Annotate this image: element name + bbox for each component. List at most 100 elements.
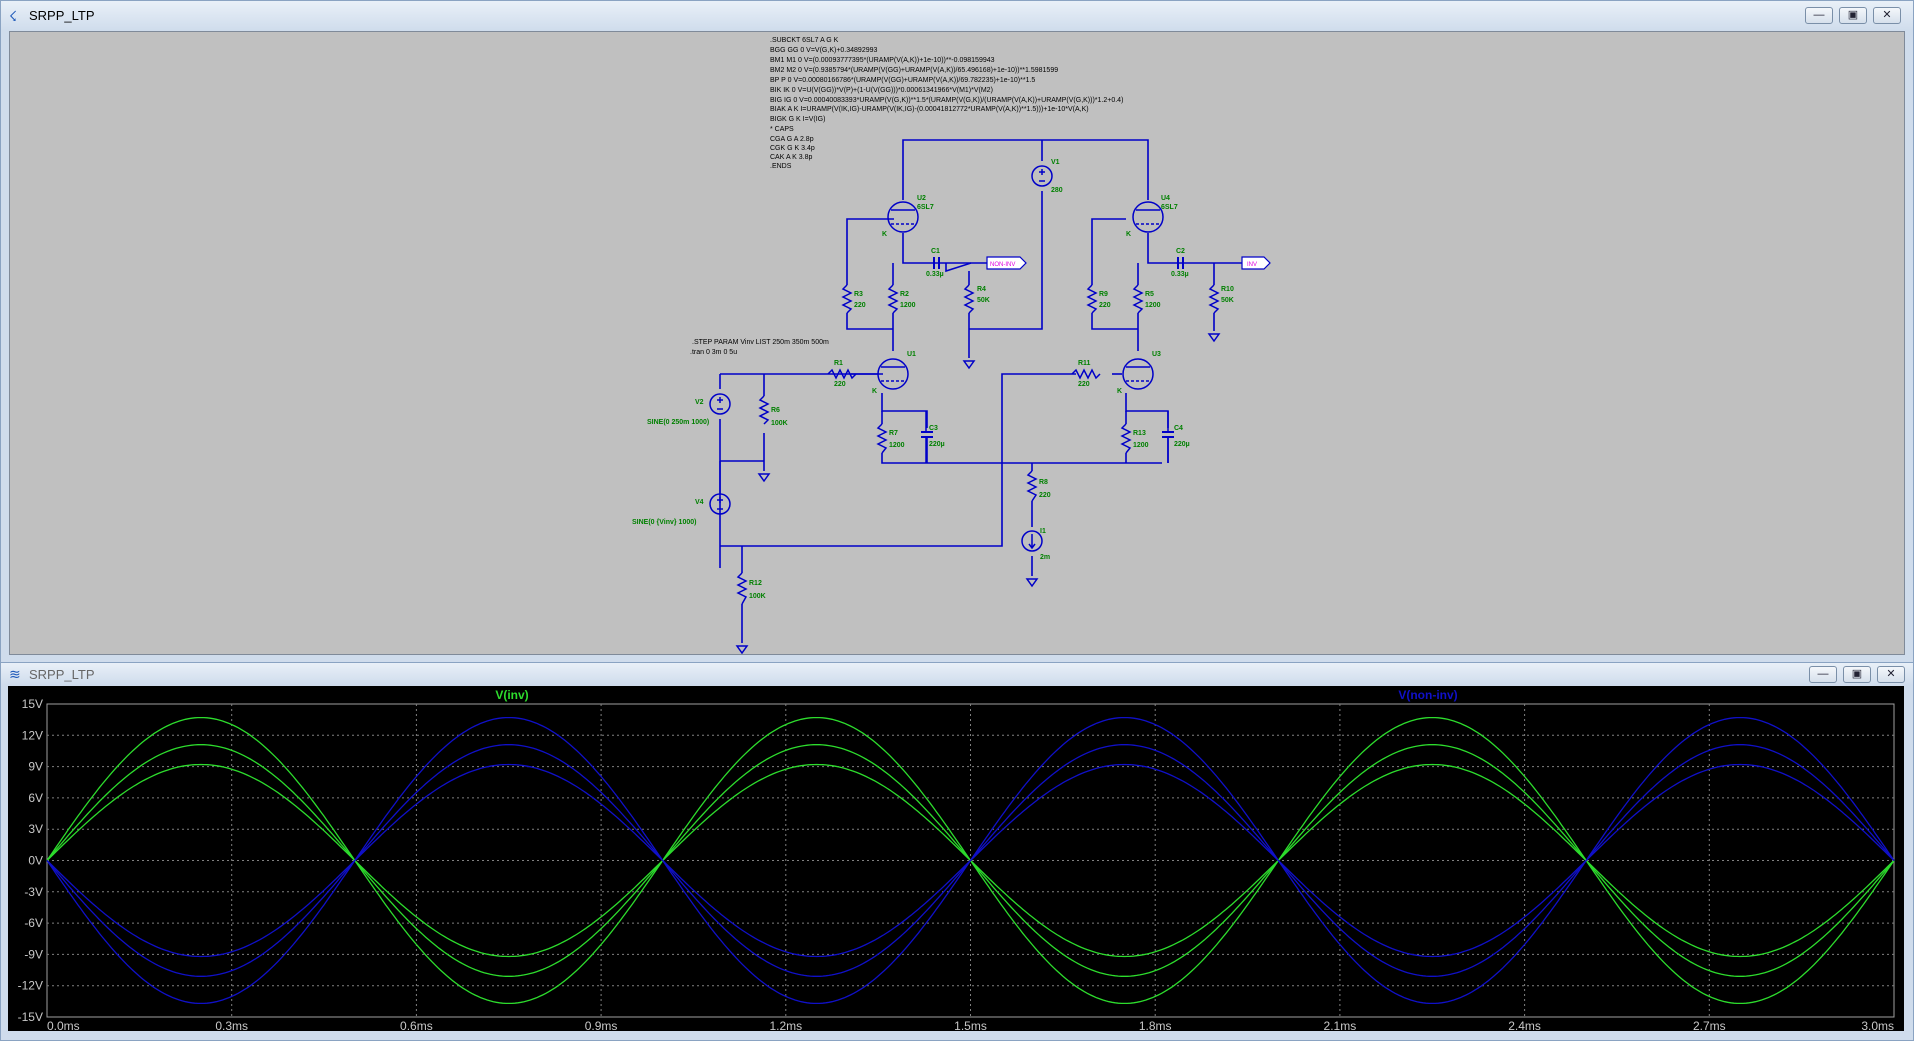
svg-text:R4: R4 xyxy=(977,286,986,293)
svg-text:R5: R5 xyxy=(1145,291,1154,298)
svg-text:SINE(0 {Vinv} 1000): SINE(0 {Vinv} 1000) xyxy=(632,519,696,526)
resistor-R3 xyxy=(841,284,853,314)
voltage-source-V1[interactable] xyxy=(1031,165,1053,187)
current-source-I1[interactable] xyxy=(1021,530,1043,552)
svg-text:100K: 100K xyxy=(771,420,788,427)
y-tick-label: -3V xyxy=(24,885,43,899)
net-label-non-inv[interactable]: NON-INV xyxy=(986,256,1027,270)
x-tick-label: 0.0ms xyxy=(47,1019,80,1031)
minimize-button[interactable]: — xyxy=(1805,7,1833,24)
svg-text:K: K xyxy=(1117,388,1122,395)
svg-text:6SL7: 6SL7 xyxy=(917,204,934,211)
netlist-line: BP P 0 V=0.00080166786*(URAMP(V(GG)+URAM… xyxy=(770,77,1035,84)
svg-text:V1: V1 xyxy=(1051,159,1060,166)
svg-text:I1: I1 xyxy=(1040,528,1046,535)
svg-text:50K: 50K xyxy=(977,297,990,304)
subckt-netlist: .SUBCKT 6SL7 A G K BGG GG 0 V=V(G,K)+0.3… xyxy=(770,37,1123,170)
close-button[interactable]: ✕ xyxy=(1873,7,1901,24)
netlist-line: .ENDS xyxy=(770,163,792,170)
svg-text:U1: U1 xyxy=(907,351,916,358)
svg-text:220µ: 220µ xyxy=(929,441,945,448)
x-tick-label: 0.6ms xyxy=(400,1019,433,1031)
x-tick-label: 2.1ms xyxy=(1324,1019,1357,1031)
resistor-R11 xyxy=(1071,368,1101,380)
resistor-R10 xyxy=(1208,284,1220,314)
voltage-source-V2[interactable] xyxy=(709,393,731,415)
resistor-R6 xyxy=(758,395,770,425)
netlist-line: * CAPS xyxy=(770,126,794,133)
netlist-line: BM2 M2 0 V=(0.9385794*(URAMP(V(GG)+URAMP… xyxy=(770,67,1058,74)
svg-text:220µ: 220µ xyxy=(1174,441,1190,448)
x-tick-label: 0.3ms xyxy=(215,1019,248,1031)
svg-text:R8: R8 xyxy=(1039,479,1048,486)
svg-text:1200: 1200 xyxy=(889,442,905,449)
netlist-line: CGA G A 2.8p xyxy=(770,136,814,143)
tube-U1[interactable] xyxy=(877,358,909,390)
x-tick-label: 0.9ms xyxy=(585,1019,618,1031)
title-bar[interactable]: ☇ SRPP_LTP — ▣ ✕ xyxy=(1,1,1913,31)
resistor-R12 xyxy=(736,572,748,605)
svg-text:1200: 1200 xyxy=(900,302,916,309)
svg-text:220: 220 xyxy=(1099,302,1111,309)
tran-directive[interactable]: .tran 0 3m 0 5u xyxy=(690,349,737,356)
step-directive[interactable]: .STEP PARAM Vinv LIST 250m 350m 500m xyxy=(692,339,829,346)
y-tick-label: 15V xyxy=(22,697,43,711)
svg-text:R10: R10 xyxy=(1221,286,1234,293)
resistor-R8 xyxy=(1026,470,1038,502)
svg-text:U4: U4 xyxy=(1161,195,1170,202)
svg-text:K: K xyxy=(872,388,877,395)
netlist-line: BIAK A K I=URAMP(V(IK,IG)-URAMP(V(IK,IG)… xyxy=(770,106,1089,113)
svg-text:R11: R11 xyxy=(1078,360,1091,367)
svg-text:220: 220 xyxy=(834,381,846,388)
tube-U2[interactable] xyxy=(887,201,919,233)
legend-non-inv: V(non-inv) xyxy=(1398,688,1457,702)
plot-title-bar[interactable]: ≋ SRPP_LTP — ▣ ✕ xyxy=(1,663,1913,685)
maximize-button[interactable]: ▣ xyxy=(1839,7,1867,24)
y-tick-label: -6V xyxy=(24,916,43,930)
svg-text:1200: 1200 xyxy=(1133,442,1149,449)
waveform-app-icon: ≋ xyxy=(9,666,21,682)
legend-inv: V(inv) xyxy=(495,688,528,702)
svg-text:R3: R3 xyxy=(854,291,863,298)
svg-text:R9: R9 xyxy=(1099,291,1108,298)
resistor-R4 xyxy=(963,284,975,314)
svg-text:50K: 50K xyxy=(1221,297,1234,304)
y-tick-label: 0V xyxy=(28,854,43,868)
tube-U4[interactable] xyxy=(1132,201,1164,233)
svg-text:V2: V2 xyxy=(695,399,704,406)
schematic-window: ☇ SRPP_LTP — ▣ ✕ .SUBCKT 6SL7 A G K BGG … xyxy=(0,0,1914,664)
y-tick-label: 6V xyxy=(28,791,43,805)
svg-text:R13: R13 xyxy=(1133,430,1146,437)
plot-maximize-button[interactable]: ▣ xyxy=(1843,666,1871,683)
net-label-inv[interactable]: INV xyxy=(1241,256,1271,270)
capacitor-symbols xyxy=(921,257,1184,438)
tube-U3[interactable] xyxy=(1122,358,1154,390)
y-tick-label: 12V xyxy=(22,728,43,742)
netlist-line: .SUBCKT 6SL7 A G K xyxy=(770,37,839,44)
svg-text:2m: 2m xyxy=(1040,554,1050,561)
netlist-line: BIGK G K I=V(IG) xyxy=(770,116,825,123)
netlist-line: BM1 M1 0 V=(0.00093777395*(URAMP(V(A,K))… xyxy=(770,57,995,64)
ltspice-app-icon: ☇ xyxy=(9,8,18,24)
svg-text:R1: R1 xyxy=(834,360,843,367)
resistor-R7 xyxy=(876,423,888,454)
svg-text:SINE(0 250m 1000): SINE(0 250m 1000) xyxy=(647,419,709,426)
resistor-symbols xyxy=(736,284,1220,605)
svg-text:R12: R12 xyxy=(749,580,762,587)
plot-minimize-button[interactable]: — xyxy=(1809,666,1837,683)
voltage-source-V4[interactable] xyxy=(709,461,731,515)
netlist-line: BIG IG 0 V=0.00040083393*URAMP(V(G,K))**… xyxy=(770,97,1123,104)
y-tick-label: -12V xyxy=(18,979,43,993)
resistor-R2 xyxy=(887,284,899,314)
x-tick-label: 1.5ms xyxy=(954,1019,987,1031)
y-tick-label: -9V xyxy=(24,947,43,961)
svg-text:R7: R7 xyxy=(889,430,898,437)
schematic-canvas[interactable]: .SUBCKT 6SL7 A G K BGG GG 0 V=V(G,K)+0.3… xyxy=(9,31,1905,655)
x-tick-label: 2.7ms xyxy=(1693,1019,1726,1031)
netlist-line: CAK A K 3.8p xyxy=(770,154,813,161)
plot-close-button[interactable]: ✕ xyxy=(1877,666,1905,683)
y-tick-label: 3V xyxy=(28,822,43,836)
svg-text:V4: V4 xyxy=(695,499,704,506)
